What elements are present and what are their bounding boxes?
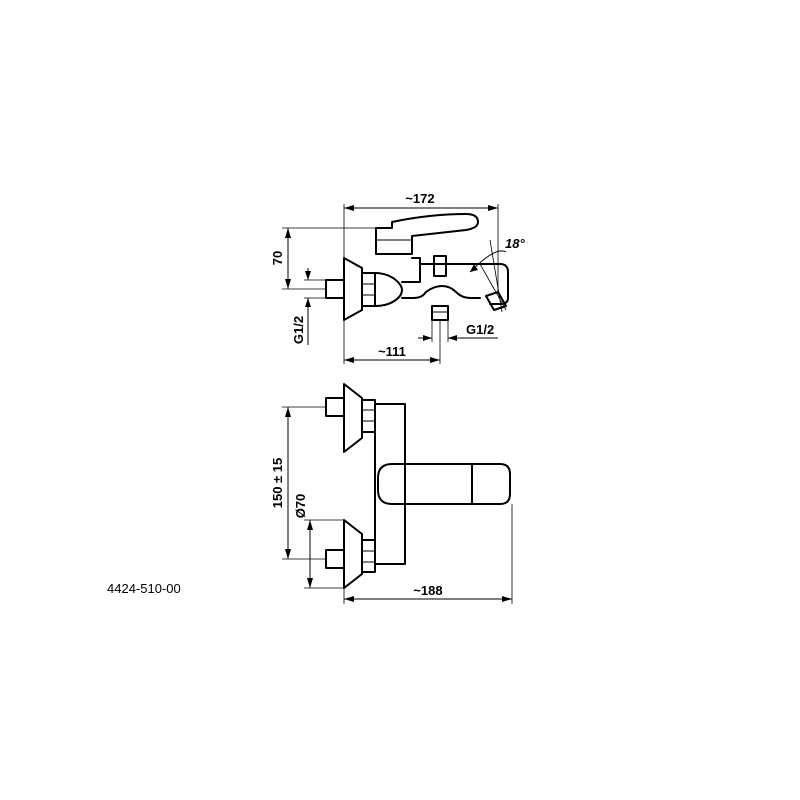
dim-label-172: ~172 — [405, 191, 434, 206]
top-spout — [377, 463, 511, 505]
angle-label: 18° — [505, 236, 525, 251]
side-hex-nut — [361, 272, 376, 307]
side-eccentric-body — [374, 272, 403, 307]
side-spout-tip — [485, 291, 507, 311]
top-lower-inlet — [325, 549, 345, 569]
top-lower-nut — [361, 539, 376, 573]
dim-label-dia70: Ø70 — [293, 494, 308, 519]
product-code: 4424-510-00 — [107, 581, 181, 596]
top-lower-flange — [343, 519, 363, 589]
side-wall-flange — [343, 257, 363, 321]
dim-label-70: 70 — [270, 251, 285, 265]
top-upper-inlet — [325, 397, 345, 417]
dim-label-188: ~188 — [413, 583, 442, 598]
top-body-bar — [374, 403, 406, 565]
side-main-body — [401, 257, 421, 283]
dim-label-150: 150 ± 15 — [270, 458, 285, 509]
side-diverter-knob — [433, 255, 447, 277]
dim-label-inlet-thread: G1/2 — [291, 316, 306, 344]
top-upper-nut — [361, 399, 376, 433]
top-view: 150 ± 15 Ø70 ~188 — [270, 383, 513, 604]
side-bottom-outlet — [431, 305, 449, 321]
side-lever-handle — [375, 213, 479, 255]
side-inlet-pipe — [325, 279, 345, 299]
dim-label-outlet-thread: G1/2 — [466, 322, 494, 337]
dim-label-111: ~111 — [378, 344, 406, 359]
top-upper-flange — [343, 383, 363, 453]
side-view: ~172 70 G1/2 G1/2 ~111 — [270, 191, 525, 364]
